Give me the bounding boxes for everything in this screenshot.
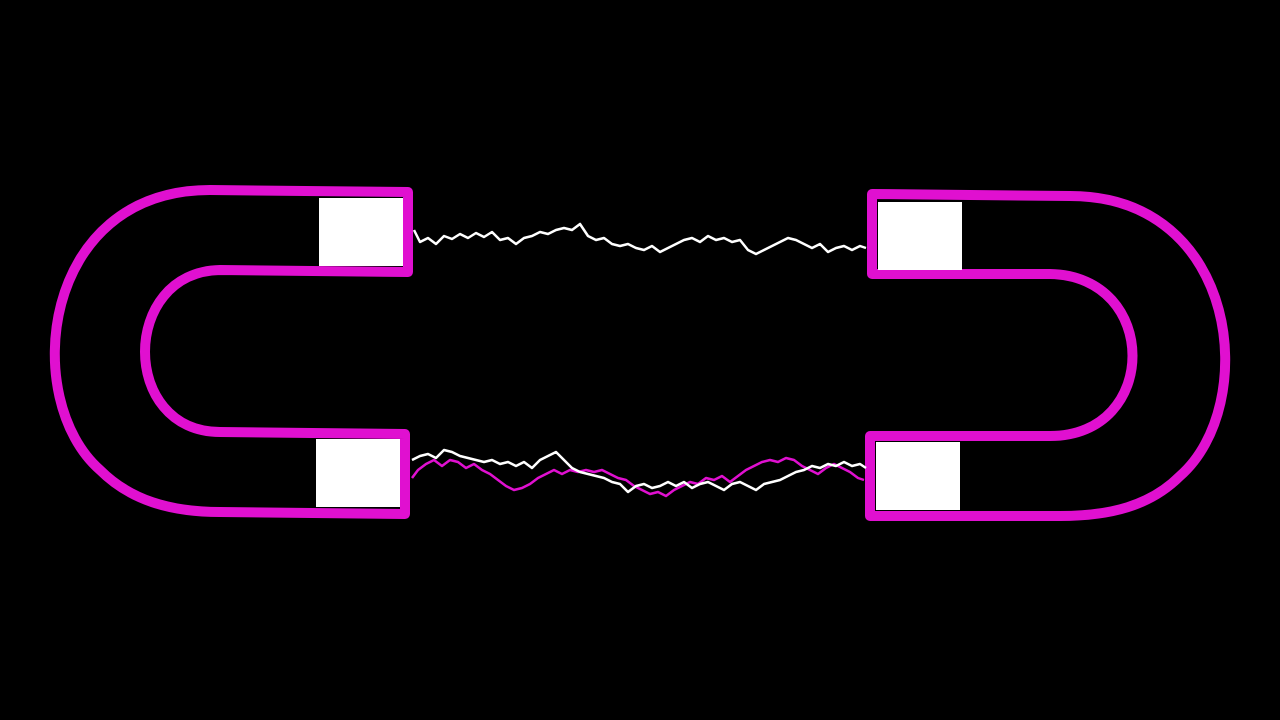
left-magnet-body: [49, 185, 413, 519]
right-magnet-body: [865, 189, 1231, 521]
top-lightning-arc: [412, 222, 867, 256]
right-top-pole: [878, 202, 962, 270]
bottom-lightning-arc-magenta: [411, 456, 865, 498]
right-horseshoe-magnet-icon: [865, 189, 1231, 521]
right-bottom-pole: [876, 442, 960, 510]
bottom-lightning-arc-white: [411, 448, 867, 494]
left-horseshoe-magnet-icon: [49, 185, 413, 519]
left-bottom-pole: [316, 439, 400, 507]
left-top-pole: [319, 198, 403, 266]
